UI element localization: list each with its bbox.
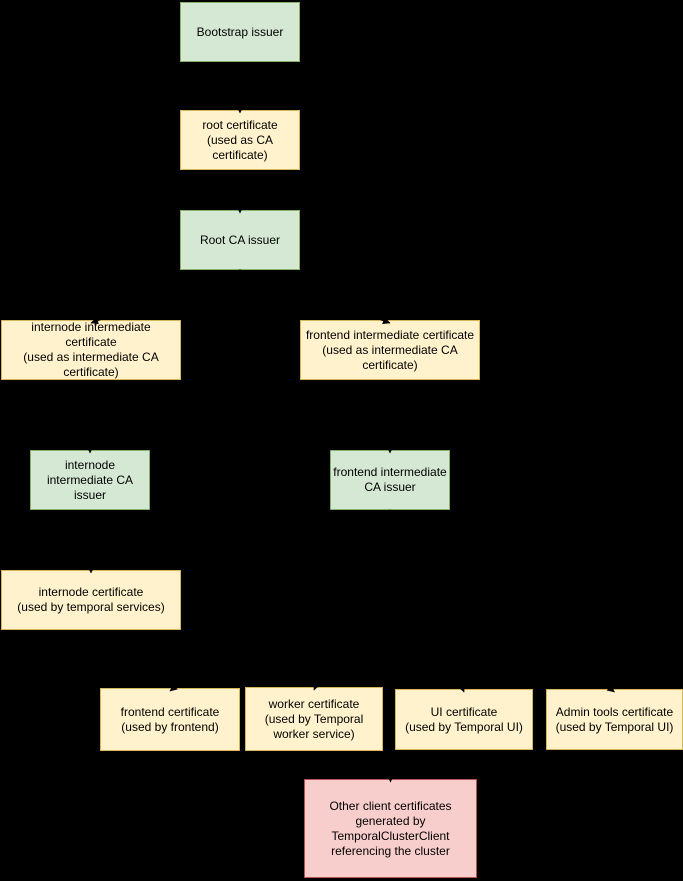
node-internode-intermediate-certificate: internode intermediate certificate (used… — [1, 320, 181, 380]
connector-frontend-intermediate-ca-issuer-to-frontend-certificate — [169, 509, 391, 692]
node-bootstrap-issuer: Bootstrap issuer — [180, 2, 300, 62]
connector-frontend-intermediate-ca-issuer-to-ui-certificate — [389, 509, 465, 693]
node-frontend-certificate: frontend certificate (used by frontend) — [100, 688, 240, 751]
connector-root-ca-issuer-to-frontend-intermediate-certificate — [239, 269, 391, 325]
node-ui-certificate: UI certificate (used by Temporal UI) — [395, 689, 533, 750]
connector-internode-intermediate-ca-issuer-to-internode-certificate — [87, 509, 95, 574]
connector-frontend-intermediate-ca-issuer-to-other-client-certificates — [386, 509, 395, 783]
node-frontend-intermediate-certificate: frontend intermediate certificate (used … — [300, 320, 480, 380]
node-frontend-intermediate-ca-issuer: frontend intermediate CA issuer — [330, 450, 450, 510]
node-internode-certificate: internode certificate (used by temporal … — [1, 570, 181, 630]
connector-frontend-intermediate-ca-issuer-to-admin-tools-certificate — [389, 509, 615, 693]
connector-internode-intermediate-certificate-to-internode-intermediate-ca-issuer — [86, 379, 94, 454]
node-internode-intermediate-ca-issuer: internode intermediate CA issuer — [30, 450, 150, 510]
connector-root-ca-issuer-to-internode-intermediate-certificate — [90, 269, 241, 325]
node-admin-tools-certificate: Admin tools certificate (used by Tempora… — [546, 689, 683, 750]
node-root-certificate: root certificate (used as CA certificate… — [180, 110, 300, 170]
node-worker-certificate: worker certificate (used by Temporal wor… — [245, 687, 383, 751]
node-other-client-certificates: Other client certificates generated by T… — [304, 779, 477, 878]
node-root-ca-issuer: Root CA issuer — [180, 210, 300, 270]
connector-frontend-intermediate-ca-issuer-to-worker-certificate — [313, 509, 391, 691]
